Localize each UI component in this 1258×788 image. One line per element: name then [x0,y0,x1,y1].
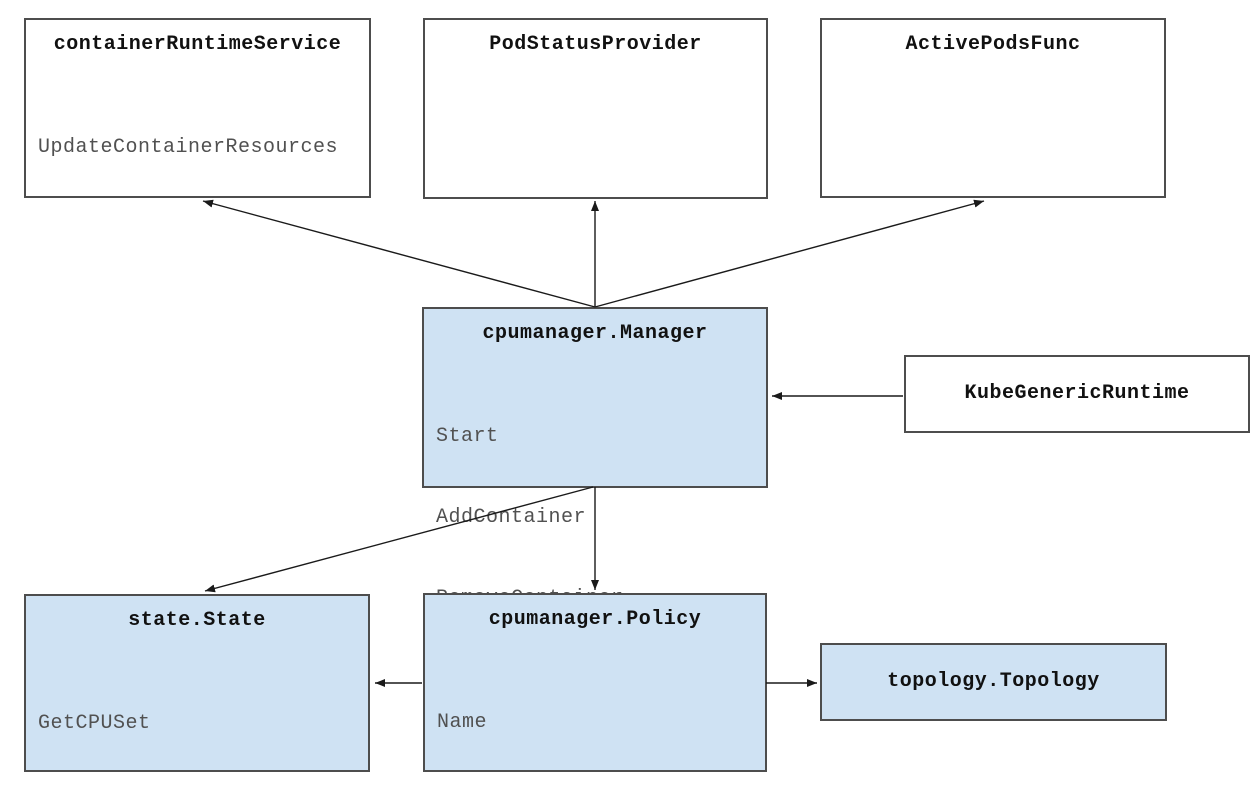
box-cpumanager-policy: cpumanager.Policy Name AddContainer Remo… [423,593,767,772]
box-title-pod-status-provider: PodStatusProvider [489,33,702,56]
arrow-manager-to-container-runtime-service [202,199,596,308]
box-state-state: state.State GetCPUSet GetDefaultCPUSet S… [24,594,370,772]
method-label: Start [436,425,499,448]
box-title-cpumanager-manager: cpumanager.Manager [482,322,708,345]
box-pod-status-provider: PodStatusProvider [423,18,768,199]
method-label: GetCPUSet [38,712,151,735]
box-title-container-runtime-service: containerRuntimeService [53,33,342,56]
box-title-active-pods-func: ActivePodsFunc [905,33,1081,56]
box-title-kube-generic-runtime: KubeGenericRuntime [964,382,1190,405]
box-methods-container-runtime-service: UpdateContainerResources [38,80,369,215]
box-kube-generic-runtime: KubeGenericRuntime [904,355,1250,433]
method-label: Name [437,711,488,734]
box-title-cpumanager-policy: cpumanager.Policy [488,608,702,631]
box-methods-cpumanager-policy: Name AddContainer RemoveContainer [437,655,765,788]
arrow-manager-to-active-pods-func [594,199,985,308]
box-active-pods-func: ActivePodsFunc [820,18,1166,198]
box-title-topology-topology: topology.Topology [887,670,1100,693]
box-title-state-state: state.State [128,609,266,632]
method-label: AddContainer [436,506,587,529]
method-label: UpdateContainerResources [38,136,339,159]
box-methods-state-state: GetCPUSet GetDefaultCPUSet SetCPUSet Set… [38,656,368,788]
box-cpumanager-manager: cpumanager.Manager Start AddContainer Re… [422,307,768,691]
box-topology-topology: topology.Topology [820,643,1167,721]
box-container-runtime-service: containerRuntimeService UpdateContainerR… [24,18,371,198]
